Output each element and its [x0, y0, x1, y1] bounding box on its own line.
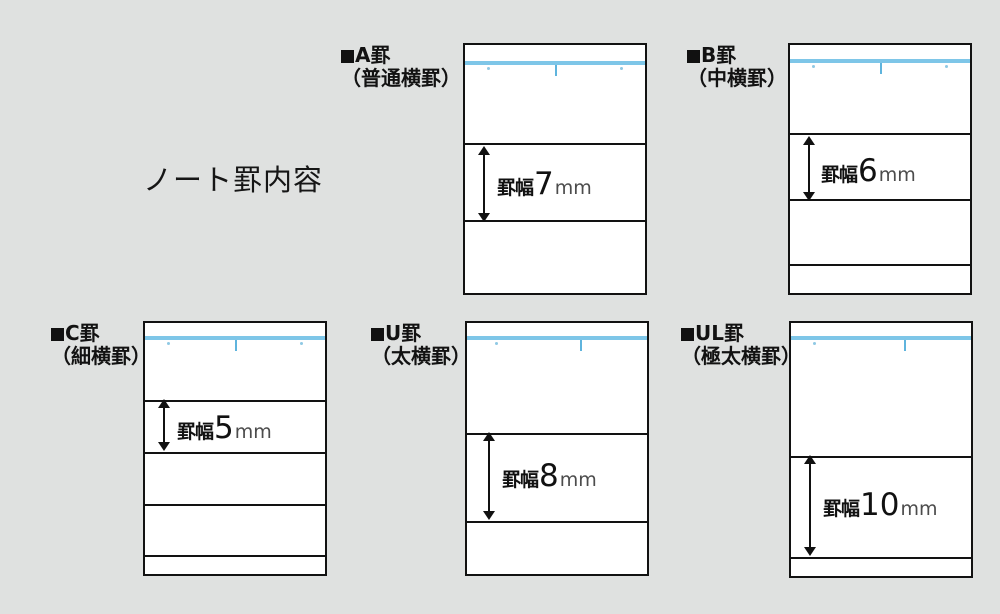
black-square-icon: [681, 328, 694, 341]
blue-tick-center: [555, 65, 557, 76]
arrow-head-up-icon: [804, 455, 816, 464]
sample-b-kei-name: B罫: [701, 43, 737, 67]
blue-margin-rule: [145, 336, 325, 340]
sample-b-kei-subtitle: （中横罫）: [687, 66, 787, 91]
sample-u-kei-width-caption: 罫幅 8 mm: [502, 458, 597, 494]
sample-c-kei-dimension-arrow: [158, 399, 171, 451]
sample-a-kei-width-caption: 罫幅 7 mm: [497, 166, 592, 202]
sample-b-kei-label: B罫 （中横罫）: [687, 43, 787, 91]
blue-margin-rule: [467, 336, 647, 340]
sample-ul-kei-width-caption: 罫幅 10 mm: [823, 487, 938, 523]
sample-u-kei-name: U罫: [385, 321, 422, 345]
arrow-shaft: [163, 405, 165, 445]
ruled-line: [790, 199, 970, 201]
width-prefix: 罫幅: [502, 469, 539, 491]
black-square-icon: [51, 328, 64, 341]
blue-margin-rule: [790, 59, 970, 63]
page-title: ノート罫内容: [143, 163, 324, 197]
sample-c-kei-label: C罫 （細横罫）: [51, 321, 151, 369]
width-prefix: 罫幅: [823, 498, 860, 520]
blue-dot-right: [945, 65, 948, 68]
sample-ul-kei-name: UL罫: [695, 321, 744, 345]
sample-c-kei-note-box: [143, 321, 327, 576]
sample-ul-kei-note-box: [789, 321, 973, 578]
sample-u-kei-label: U罫 （太横罫）: [371, 321, 471, 369]
sample-b-kei-width-caption: 罫幅 6 mm: [821, 153, 916, 189]
width-value: 7: [534, 166, 554, 202]
width-unit: mm: [878, 164, 916, 186]
arrow-head-down-icon: [483, 511, 495, 520]
blue-tick-center: [580, 340, 582, 351]
sample-ul-kei-dimension-arrow: [804, 455, 817, 556]
sample-b-kei-note-box: [788, 43, 972, 295]
ruled-line: [790, 133, 970, 135]
width-unit: mm: [234, 421, 272, 443]
ruled-line: [145, 504, 325, 506]
blue-dot-left: [487, 67, 490, 70]
blue-dot-left: [167, 342, 170, 345]
blue-margin-rule: [465, 61, 645, 65]
ruled-line: [465, 143, 645, 145]
arrow-shaft: [809, 461, 811, 550]
width-prefix: 罫幅: [821, 164, 858, 186]
blue-dot-left: [495, 342, 498, 345]
black-square-icon: [341, 50, 354, 63]
width-value: 5: [214, 410, 234, 446]
sample-a-kei-subtitle: （普通横罫）: [341, 66, 461, 91]
sample-a-kei-note-box: [463, 43, 647, 295]
blue-dot-left: [813, 342, 816, 345]
sample-a-kei-name: A罫: [355, 43, 391, 67]
black-square-icon: [371, 328, 384, 341]
sample-u-kei-dimension-arrow: [483, 432, 496, 520]
ruled-line: [145, 452, 325, 454]
arrow-head-down-icon: [478, 213, 490, 222]
sample-u-kei-note-box: [465, 321, 649, 576]
ruled-line: [145, 400, 325, 402]
arrow-head-up-icon: [478, 146, 490, 155]
width-prefix: 罫幅: [497, 177, 534, 199]
ruled-line: [467, 521, 647, 523]
arrow-head-down-icon: [158, 442, 170, 451]
sample-ul-kei-label: UL罫 （極太横罫）: [681, 321, 801, 369]
sample-ul-kei-subtitle: （極太横罫）: [681, 344, 801, 369]
width-unit: mm: [559, 469, 597, 491]
arrow-head-up-icon: [158, 399, 170, 408]
blue-tick-center: [880, 63, 882, 74]
arrow-shaft: [808, 142, 810, 195]
sample-c-kei-subtitle: （細横罫）: [51, 344, 151, 369]
ruled-line: [467, 433, 647, 435]
ruled-line: [465, 220, 645, 222]
black-square-icon: [687, 50, 700, 63]
width-value: 8: [539, 458, 559, 494]
sample-c-kei-width-caption: 罫幅 5 mm: [177, 410, 272, 446]
width-unit: mm: [900, 498, 938, 520]
arrow-head-down-icon: [803, 192, 815, 201]
arrow-head-up-icon: [803, 136, 815, 145]
ruled-line: [145, 555, 325, 557]
blue-tick-center: [235, 340, 237, 351]
width-unit: mm: [554, 177, 592, 199]
sample-c-kei-name: C罫: [65, 321, 100, 345]
blue-tick-center: [904, 340, 906, 351]
sample-a-kei-label: A罫 （普通横罫）: [341, 43, 461, 91]
sample-b-kei-dimension-arrow: [803, 136, 816, 201]
ruled-line: [791, 456, 971, 458]
sample-u-kei-subtitle: （太横罫）: [371, 344, 471, 369]
blue-dot-right: [300, 342, 303, 345]
ruled-line: [791, 557, 971, 559]
arrow-shaft: [488, 438, 490, 514]
blue-dot-left: [812, 65, 815, 68]
width-prefix: 罫幅: [177, 421, 214, 443]
blue-margin-rule: [791, 336, 971, 340]
width-value: 10: [860, 487, 900, 523]
ruled-line: [790, 264, 970, 266]
arrow-head-down-icon: [804, 547, 816, 556]
blue-dot-right: [620, 67, 623, 70]
sample-a-kei-dimension-arrow: [478, 146, 491, 222]
width-value: 6: [858, 153, 878, 189]
arrow-head-up-icon: [483, 432, 495, 441]
arrow-shaft: [483, 152, 485, 216]
